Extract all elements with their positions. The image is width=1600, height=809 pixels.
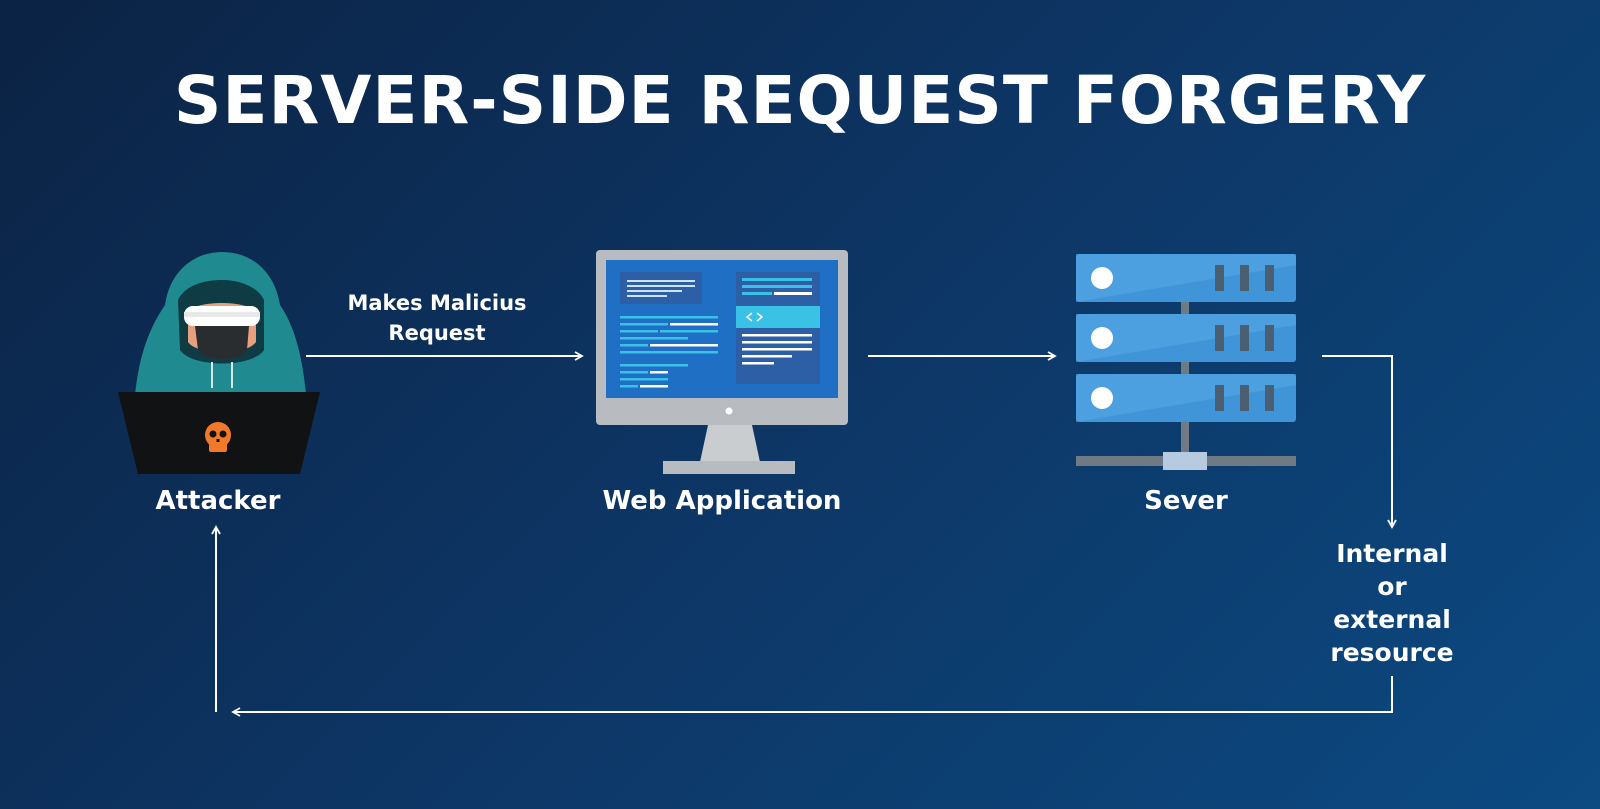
- node-label-resource: Internal or external resource: [1312, 537, 1472, 669]
- arrow-server-to-resource: [1322, 355, 1397, 529]
- resource-label-line-3: external: [1333, 605, 1451, 634]
- resource-label-line-1: Internal: [1336, 539, 1448, 568]
- arrow-resource-to-bottom: [231, 676, 1393, 717]
- node-label-server: Sever: [1144, 486, 1228, 516]
- edge-label-line-2: Request: [388, 321, 486, 345]
- monitor-code-icon: [596, 250, 848, 474]
- edge-label-line-1: Makes Malicius: [347, 291, 527, 315]
- edge-label-malicious-request: Makes Malicius Request: [322, 288, 552, 348]
- node-label-web-application: Web Application: [602, 486, 842, 516]
- resource-label-line-2: or: [1377, 572, 1407, 601]
- hooded-hacker-laptop-icon: [118, 252, 320, 474]
- resource-label-line-4: resource: [1330, 638, 1454, 667]
- node-label-attacker: Attacker: [155, 486, 281, 516]
- skull-icon: [205, 422, 231, 452]
- diagram-title: SERVER-SIDE REQUEST FORGERY: [173, 62, 1427, 139]
- server-rack-icon: [1076, 254, 1296, 470]
